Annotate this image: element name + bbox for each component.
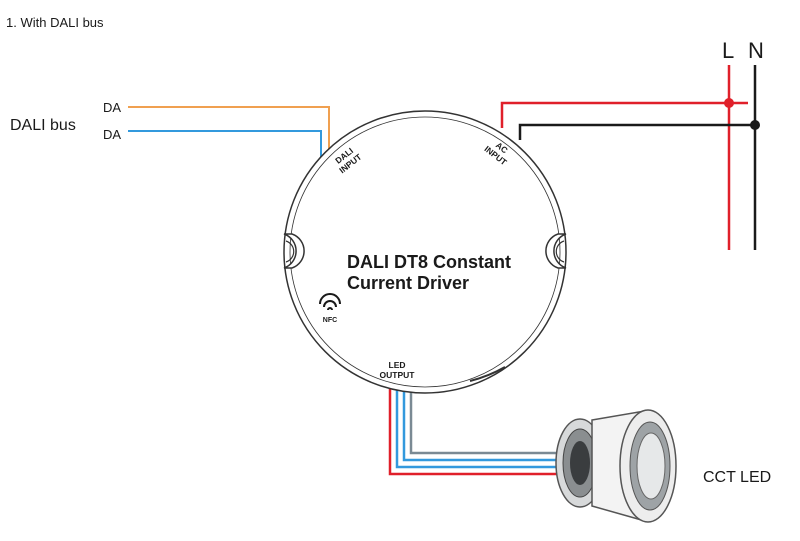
neutral-junction-dot xyxy=(750,120,760,130)
svg-text:OUTPUT: OUTPUT xyxy=(380,370,416,380)
led-output-port: LED OUTPUT xyxy=(380,360,416,380)
driver-title-line1: DALI DT8 Constant xyxy=(347,252,511,272)
left-mounting-lug xyxy=(283,233,305,269)
da-label-bottom: DA xyxy=(103,127,121,142)
led-wire-grey xyxy=(409,385,560,455)
led-wire-blue-2 xyxy=(402,385,560,462)
led-wire-blue-1 xyxy=(395,385,560,469)
mains-L-label: L xyxy=(722,38,734,63)
diagram-heading: 1. With DALI bus xyxy=(6,15,104,30)
live-junction-dot xyxy=(724,98,734,108)
da-label-top: DA xyxy=(103,100,121,115)
nfc-label: NFC xyxy=(323,317,337,324)
dali-wire-blue xyxy=(128,130,322,158)
mains-N-label: N xyxy=(748,38,764,63)
right-mounting-lug xyxy=(545,233,567,269)
nfc-icon: NFC xyxy=(319,293,341,324)
dali-bus-label: DALI bus xyxy=(10,117,76,134)
dali-wire-orange xyxy=(128,106,330,155)
cct-led-label: CCT LED xyxy=(703,469,771,486)
cct-led-fixture xyxy=(555,409,677,523)
driver-body xyxy=(283,110,567,394)
svg-text:LED: LED xyxy=(389,360,406,370)
driver-title-line2: Current Driver xyxy=(347,273,469,293)
ac-neutral-wire xyxy=(518,123,755,140)
ac-live-wire xyxy=(500,101,748,128)
led-wire-red xyxy=(388,385,560,476)
